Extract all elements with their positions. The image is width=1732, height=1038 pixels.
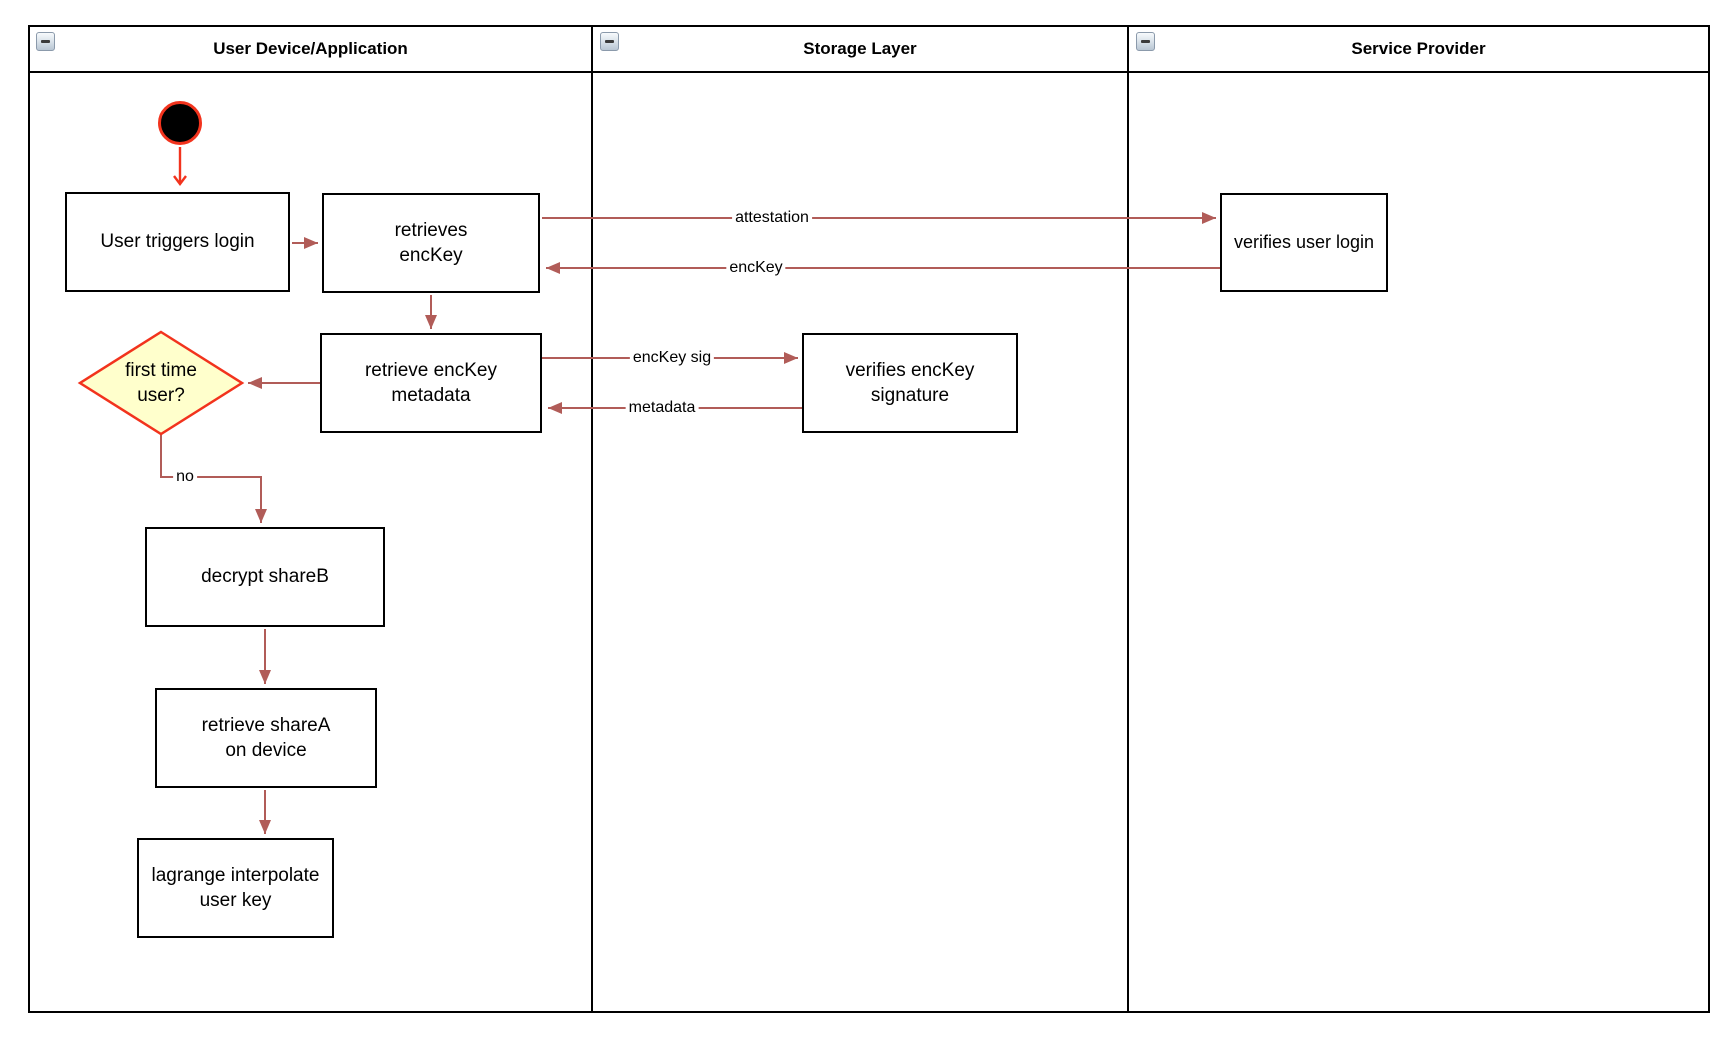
lane-title-service-provider: Service Provider bbox=[1351, 38, 1486, 58]
node-label: user? bbox=[137, 385, 185, 406]
edge-no-branch bbox=[160, 435, 267, 523]
minus-icon bbox=[605, 40, 614, 43]
action-retrieve-sharea[interactable]: retrieve shareA on device bbox=[155, 688, 377, 788]
collapse-lane-icon[interactable] bbox=[36, 32, 55, 51]
action-user-triggers-login[interactable]: User triggers login bbox=[65, 192, 290, 292]
node-label: retrieve encKey bbox=[364, 359, 497, 381]
node-label: User triggers login bbox=[100, 231, 255, 253]
decision-first-time-user-shape[interactable] bbox=[77, 330, 245, 436]
node-label: first time bbox=[125, 359, 197, 381]
collapse-lane-icon[interactable] bbox=[600, 32, 619, 51]
node-label: metadata bbox=[391, 385, 471, 406]
action-retrieves-enckey[interactable]: retrieves encKey bbox=[322, 193, 540, 293]
action-verifies-user-login[interactable]: verifies user login bbox=[1220, 193, 1388, 292]
action-retrieve-enckey-metadata[interactable]: retrieve encKey metadata bbox=[320, 333, 542, 433]
edge-label-enckey: encKey bbox=[726, 258, 786, 278]
node-label: verifies encKey bbox=[845, 359, 975, 381]
edge-label-enckey-sig: encKey sig bbox=[629, 348, 715, 368]
swimlane-pool-frame bbox=[28, 25, 1710, 1013]
edge-label-attestation: attestation bbox=[732, 208, 812, 228]
node-label: verifies user login bbox=[1233, 231, 1375, 252]
node-label: encKey bbox=[399, 245, 463, 266]
node-label: retrieve shareA bbox=[201, 714, 331, 736]
action-decrypt-shareb[interactable]: decrypt shareB bbox=[145, 527, 385, 627]
edge-label-metadata: metadata bbox=[625, 398, 699, 418]
decision-first-time-user-label: first time user? bbox=[101, 356, 221, 410]
node-label: retrieves bbox=[394, 219, 468, 241]
initial-node[interactable] bbox=[158, 101, 202, 145]
minus-icon bbox=[41, 40, 50, 43]
edge-label-no: no bbox=[173, 467, 197, 487]
action-verifies-enckey-signature[interactable]: verifies encKey signature bbox=[802, 333, 1018, 433]
flow-edges bbox=[160, 212, 1220, 834]
node-label: signature bbox=[870, 385, 950, 406]
action-lagrange-interpolate[interactable]: lagrange interpolate user key bbox=[137, 838, 334, 938]
node-label: lagrange interpolate bbox=[151, 864, 320, 886]
collapse-lane-icon[interactable] bbox=[1136, 32, 1155, 51]
lane-title-user-device: User Device/Application bbox=[213, 38, 408, 58]
node-label: decrypt shareB bbox=[201, 566, 329, 588]
node-label: user key bbox=[199, 890, 272, 911]
minus-icon bbox=[1141, 40, 1150, 43]
node-label: on device bbox=[225, 740, 307, 761]
lane-title-storage-layer: Storage Layer bbox=[803, 38, 917, 58]
